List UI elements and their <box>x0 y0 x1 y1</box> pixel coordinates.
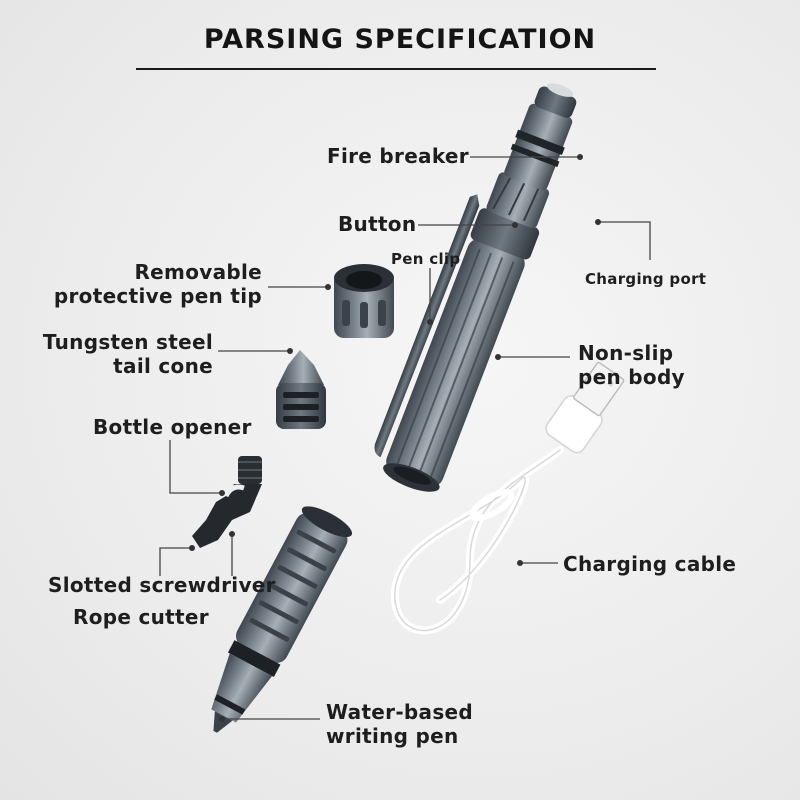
label-non-slip-body: Non-slip pen body <box>578 341 685 389</box>
main-pen-body <box>374 83 577 492</box>
label-charging-port: Charging port <box>585 270 707 288</box>
leader-lines <box>159 156 651 720</box>
label-fire-breaker: Fire breaker <box>327 144 469 168</box>
label-removable-pen-tip: Removable protective pen tip <box>53 260 262 308</box>
page-title: PARSING SPECIFICATION <box>203 24 597 55</box>
label-pen-clip: Pen clip <box>391 250 461 268</box>
label-tail-cone: Tungsten steel tail cone <box>42 330 213 378</box>
label-bottle-opener: Bottle opener <box>93 415 252 439</box>
writing-pen <box>211 506 353 733</box>
label-slotted-screwdriver: Slotted screwdriver <box>48 573 276 597</box>
leader-dots <box>189 154 601 722</box>
charging-cable <box>390 361 625 635</box>
label-rope-cutter: Rope cutter <box>73 605 209 629</box>
tail-cone <box>276 350 326 429</box>
protective-pen-tip <box>334 264 394 338</box>
label-button: Button <box>338 212 417 236</box>
multi-tool <box>192 456 262 548</box>
title-divider <box>136 68 656 70</box>
label-writing-pen: Water-based writing pen <box>326 700 474 748</box>
label-charging-cable: Charging cable <box>563 552 737 576</box>
